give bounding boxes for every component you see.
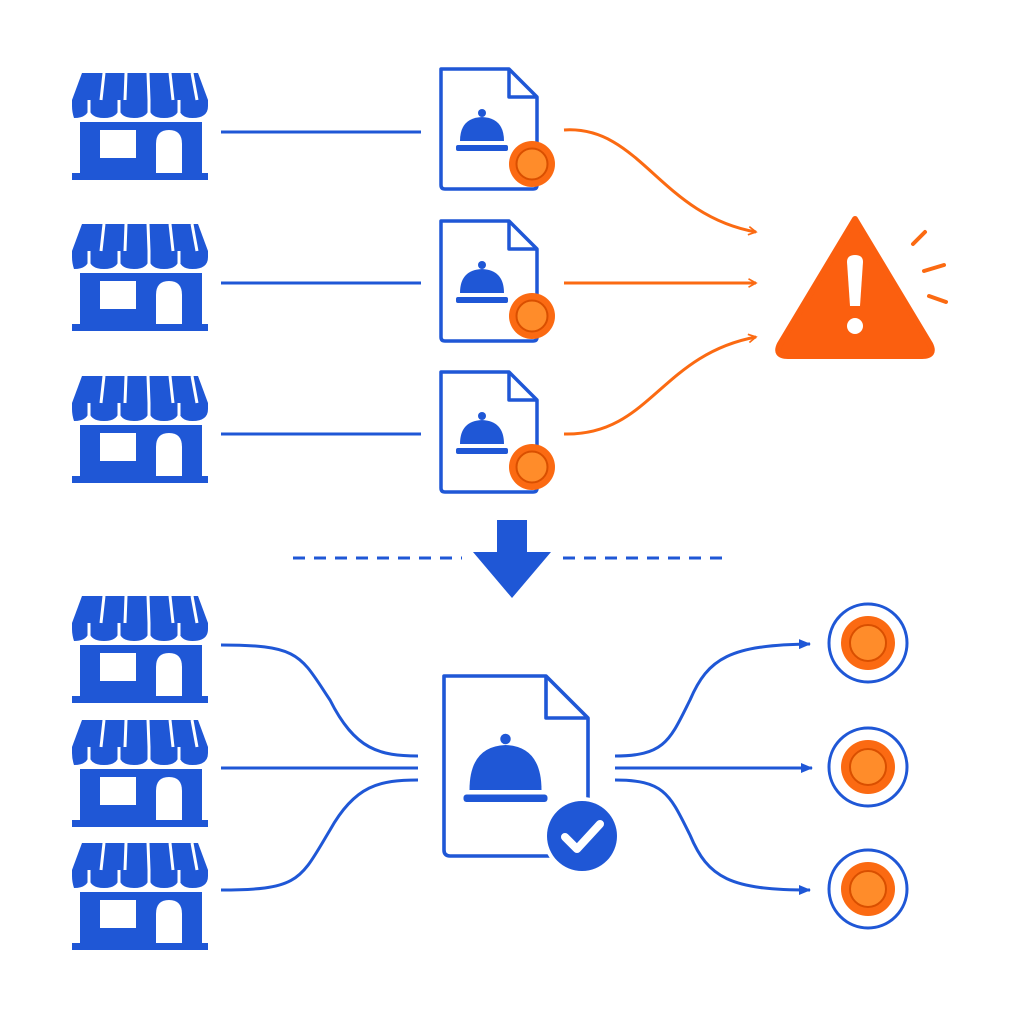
coin-icon-3 [508,443,556,491]
checkmark-badge-icon [543,797,621,875]
unified-menu-document-icon [442,674,590,858]
merge-line-3 [220,778,419,892]
coin-icon-1 [508,140,556,188]
store-icon-1 [70,71,210,182]
output-coin-icon-1 [827,602,909,684]
store-icon-4 [70,594,210,705]
store-icon-5 [70,718,210,829]
merge-line-1 [220,643,419,758]
output-arrow-3 [614,778,811,895]
before-section [70,67,948,494]
transition-divider [293,520,724,598]
store-icon-2 [70,222,210,333]
output-coin-icon-3 [827,848,909,930]
store-icon-3 [70,374,210,485]
store-icon-6 [70,841,210,952]
output-arrow-1 [614,639,811,758]
error-arrow-3 [563,337,756,436]
down-arrow-icon [473,520,551,598]
warning-triangle-icon [775,216,948,359]
coin-icon-2 [508,292,556,340]
output-coin-icon-2 [827,726,909,808]
after-section [70,594,909,952]
error-arrow-1 [563,128,756,232]
